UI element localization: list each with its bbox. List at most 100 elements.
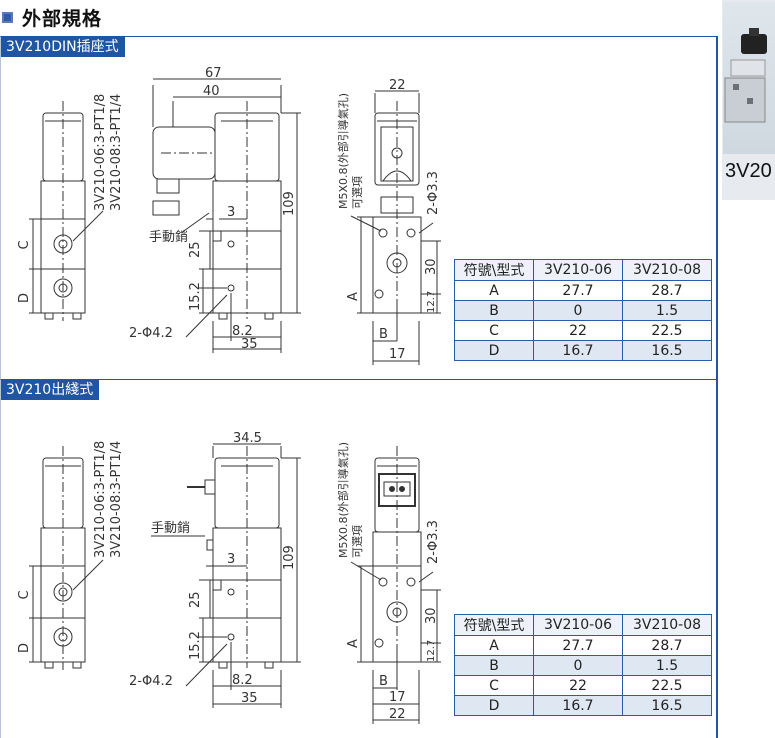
dim-109: 109 [282, 191, 297, 216]
dim-34-5: 34.5 [233, 431, 262, 446]
table-cell: 16.7 [533, 340, 623, 361]
square-bullet-icon [2, 11, 13, 23]
table-cell: 0 [533, 655, 623, 676]
product-photo [723, 2, 775, 154]
table-cell: 22.5 [622, 320, 712, 341]
table-header-cell: 3V210-06 [533, 614, 623, 636]
table-cell: 27.7 [533, 635, 623, 656]
port-spec-1: 3V210-06:3-PT1/8 [93, 94, 108, 211]
table-row: C 22 22.5 [454, 675, 712, 696]
dim-67: 67 [205, 66, 222, 81]
product-side-strip: 3V20 [722, 0, 775, 200]
table-cell: C [454, 320, 534, 341]
optional-note: 可選項 [351, 176, 364, 209]
side-view [29, 446, 104, 670]
side-model-label: 3V20 [725, 160, 772, 182]
dim-3: 3 [227, 205, 235, 220]
table-row: B 0 1.5 [454, 300, 712, 321]
table-cell: 0 [533, 300, 623, 321]
label-A: A [346, 292, 361, 301]
dim-22: 22 [389, 78, 406, 93]
page-title: 外部規格 [22, 7, 103, 30]
dim-30: 30 [424, 607, 439, 624]
dim-35: 35 [241, 337, 258, 352]
dim-17: 17 [389, 690, 406, 705]
dim-8-2: 8.2 [232, 673, 253, 688]
dim-25: 25 [188, 241, 203, 258]
hole-3-3: 2-Φ3.3 [426, 520, 441, 564]
front-view [152, 78, 301, 353]
valve-photo-icon [724, 28, 767, 123]
section-din-socket: 3V210DIN插座式 C D 3V210-06:3-PT1/8 3V210-0… [0, 36, 718, 380]
label-A: A [346, 639, 361, 648]
dim-8-2: 8.2 [232, 324, 253, 339]
table-header-cell: 符號\型式 [454, 259, 534, 281]
table-header-cell: 符號\型式 [454, 614, 534, 636]
table-cell: A [454, 635, 534, 656]
dim-15-2: 15.2 [188, 631, 203, 660]
optional-note: 可選項 [351, 525, 364, 558]
exhaust-note: M5X0.8(外部引導氣孔) [336, 93, 350, 209]
drawing-din-socket: C D 3V210-06:3-PT1/8 3V210-08:3-PT1/4 [17, 66, 441, 365]
table-cell: 16.5 [622, 340, 712, 361]
hole-4-2: 2-Φ4.2 [129, 326, 173, 341]
port-spec-2: 3V210-08:3-PT1/4 [109, 441, 124, 558]
table-row: B 0 1.5 [454, 655, 712, 676]
spec-table: 符號\型式 3V210-06 3V210-08 A 27.7 28.7 B 0 … [454, 259, 712, 361]
port-spec-2: 3V210-08:3-PT1/4 [109, 94, 124, 211]
table-cell: 1.5 [622, 300, 712, 321]
dim-22: 22 [389, 707, 406, 722]
section-header: 3V210DIN插座式 [1, 37, 125, 57]
dim-17: 17 [389, 347, 406, 362]
manual-pin-label: 手動銷 [151, 520, 190, 536]
label-D: D [17, 293, 32, 303]
table-cell: 22.5 [622, 675, 712, 696]
table-header-row: 符號\型式 3V210-06 3V210-08 [454, 614, 712, 636]
dim-3: 3 [227, 552, 235, 567]
table-cell: B [454, 655, 534, 676]
end-view [350, 446, 441, 724]
table-cell: 28.7 [622, 635, 712, 656]
table-cell: A [454, 280, 534, 301]
hole-3-3: 2-Φ3.3 [426, 171, 441, 215]
table-cell: D [454, 340, 534, 361]
section-header: 3V210出綫式 [1, 380, 100, 400]
table-cell: 22 [533, 320, 623, 341]
manual-pin-label: 手動銷 [149, 229, 188, 245]
side-view [29, 101, 104, 321]
table-cell: 1.5 [622, 655, 712, 676]
table-cell: 27.7 [533, 280, 623, 301]
table-header-cell: 3V210-06 [533, 259, 623, 281]
table-row: A 27.7 28.7 [454, 280, 712, 301]
exhaust-note: M5X0.8(外部引導氣孔) [336, 442, 350, 558]
label-C: C [17, 240, 32, 249]
end-view [350, 90, 441, 365]
table-row: D 16.7 16.5 [454, 695, 712, 716]
port-spec-1: 3V210-06:3-PT1/8 [93, 441, 108, 558]
page-title-area: 外部規格 [2, 5, 103, 30]
dim-12-7: 12.7 [426, 291, 437, 313]
table-cell: B [454, 300, 534, 321]
table-row: C 22 22.5 [454, 320, 712, 341]
table-header-cell: 3V210-08 [622, 614, 712, 636]
section-wire-lead: 3V210出綫式 C D 3V210-06:3-PT1/8 3V210-08:3… [0, 380, 718, 738]
drawing-wire-lead: C D 3V210-06:3-PT1/8 3V210-08:3-PT1/4 [17, 431, 441, 724]
table-cell: D [454, 695, 534, 716]
label-B: B [379, 674, 388, 689]
hole-4-2: 2-Φ4.2 [129, 674, 173, 689]
dim-25: 25 [188, 591, 203, 608]
spec-table: 符號\型式 3V210-06 3V210-08 A 27.7 28.7 B 0 … [454, 614, 712, 716]
label-D: D [17, 643, 32, 653]
table-header-cell: 3V210-08 [622, 259, 712, 281]
dim-12-7: 12.7 [426, 640, 437, 662]
table-row: A 27.7 28.7 [454, 635, 712, 656]
table-cell: 16.5 [622, 695, 712, 716]
table-cell: 22 [533, 675, 623, 696]
front-view [151, 443, 301, 708]
dim-35: 35 [241, 691, 258, 706]
table-row: D 16.7 16.5 [454, 340, 712, 361]
label-B: B [379, 327, 388, 342]
label-C: C [17, 590, 32, 599]
dim-15-2: 15.2 [188, 282, 203, 311]
table-cell: C [454, 675, 534, 696]
